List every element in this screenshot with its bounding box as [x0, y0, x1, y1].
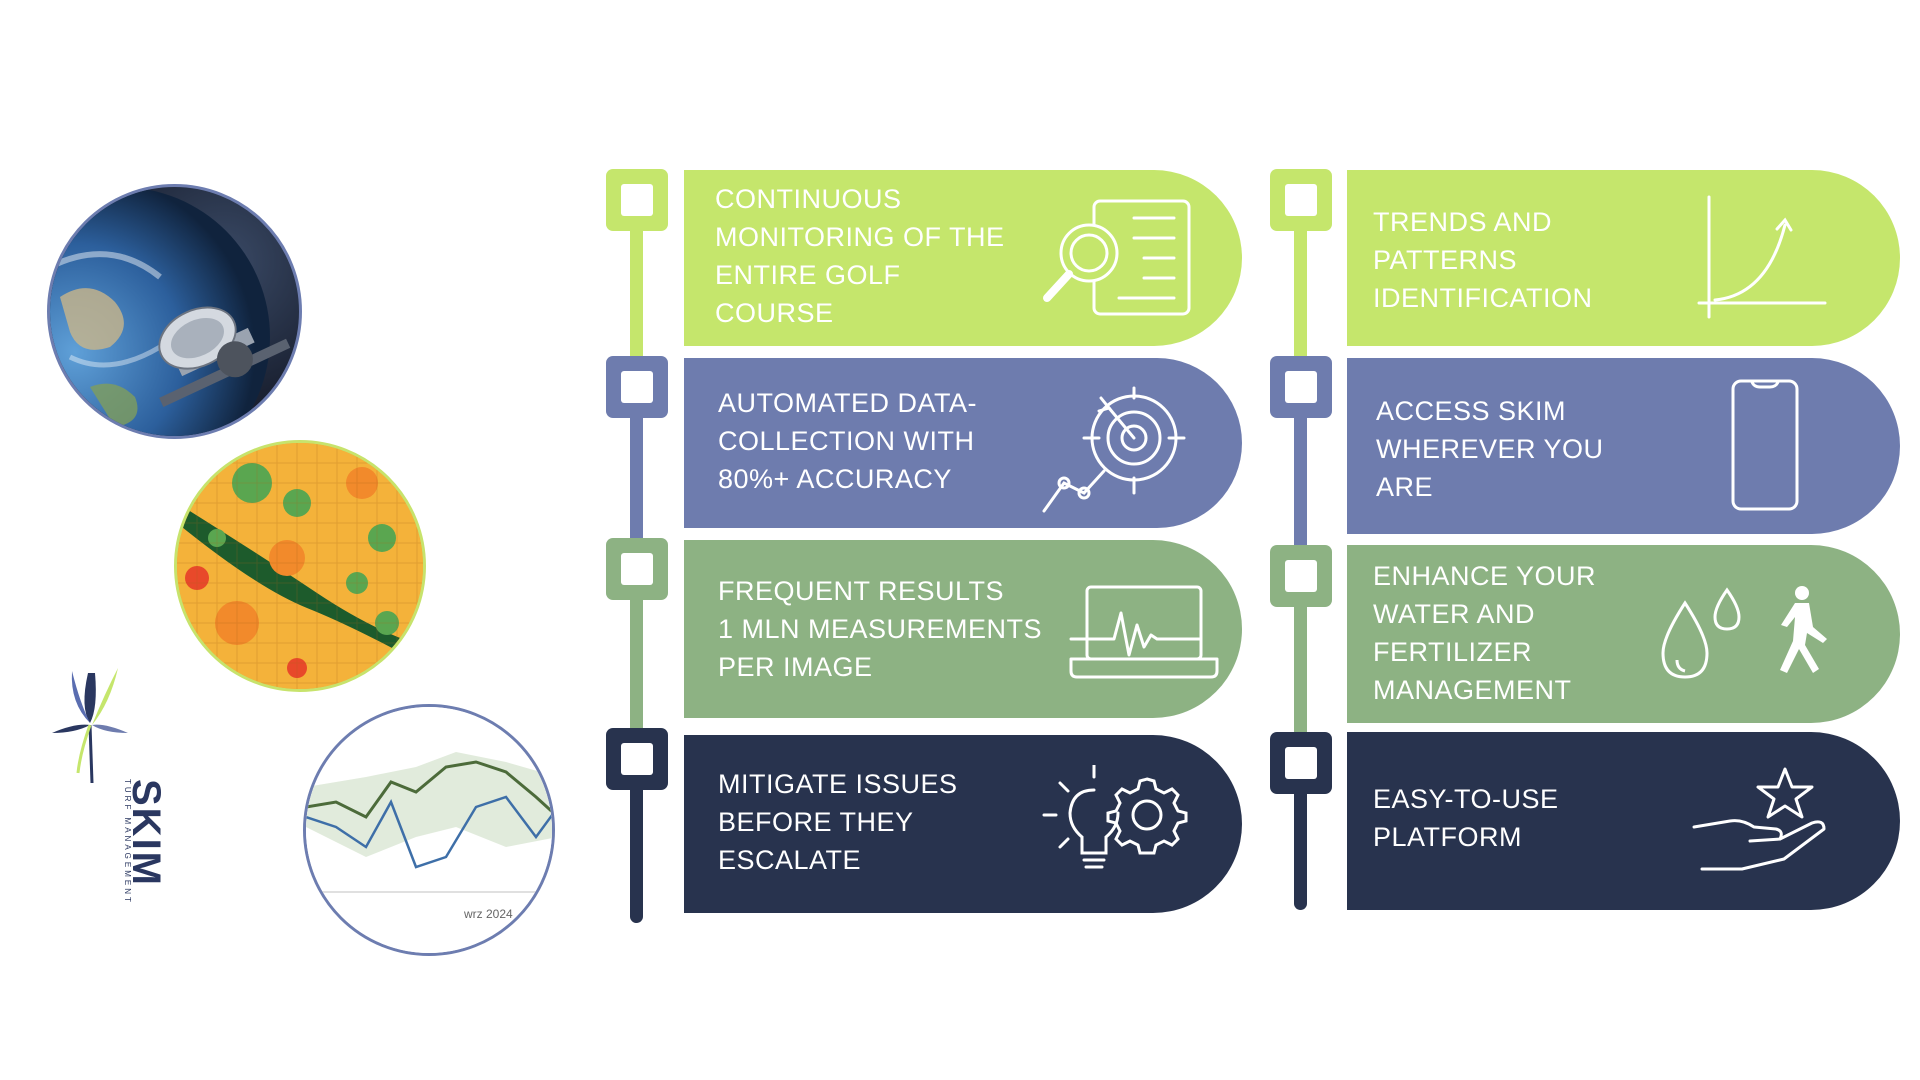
timeline-segment: [630, 760, 643, 923]
feature-card-automated: AUTOMATED DATA- COLLECTION WITH 80%+ ACC…: [684, 358, 1242, 528]
feature-card-easy: EASY-TO-USE PLATFORM: [1347, 732, 1900, 910]
feature-text: CONTINUOUS MONITORING OF THE ENTIRE GOLF…: [715, 184, 1005, 328]
timeline-segment: [1294, 765, 1307, 910]
timeline-node: [1270, 732, 1332, 794]
feature-text: TRENDS AND PATTERNS IDENTIFICATION: [1373, 207, 1593, 313]
chart-caption: wrz 2024: [464, 907, 513, 921]
laptop-pulse-icon: [1069, 585, 1219, 679]
timeline-segment: [630, 390, 643, 550]
magnifier-document-icon: [1043, 199, 1191, 316]
feature-text: MITIGATE ISSUES BEFORE THEY ESCALATE: [718, 769, 958, 875]
line-chart-image: [306, 707, 552, 953]
logo-tagline-text: TURF MANAGEMENT: [123, 779, 132, 905]
skim-logo: SKIM TURF MANAGEMENT: [50, 663, 168, 933]
feature-text: EASY-TO-USE PLATFORM: [1373, 784, 1559, 852]
feature-card-results: FREQUENT RESULTS 1 MLN MEASUREMENTS PER …: [684, 540, 1242, 718]
timeline-node: [606, 169, 668, 231]
feature-card-trends: TRENDS AND PATTERNS IDENTIFICATION: [1347, 170, 1900, 346]
smartphone-icon: [1731, 379, 1799, 511]
feature-card-monitoring: CONTINUOUS MONITORING OF THE ENTIRE GOLF…: [684, 170, 1242, 346]
chart-thumbnail-image: wrz 2024: [303, 704, 555, 956]
timeline-segment: [1294, 200, 1307, 365]
timeline-segment: [630, 570, 643, 740]
target-analytics-icon: [1042, 386, 1186, 513]
feature-text: FREQUENT RESULTS 1 MLN MEASUREMENTS PER …: [718, 576, 1043, 682]
feature-text: ENHANCE YOUR WATER AND FERTILIZER MANAGE…: [1373, 561, 1597, 705]
feature-text: AUTOMATED DATA- COLLECTION WITH 80%+ ACC…: [718, 388, 978, 494]
feature-card-mitigate: MITIGATE ISSUES BEFORE THEY ESCALATE: [684, 735, 1242, 913]
timeline-node: [606, 728, 668, 790]
hand-star-icon: [1692, 767, 1826, 871]
feature-text: ACCESS SKIM WHEREVER YOU ARE: [1376, 396, 1604, 502]
timeline-node: [606, 356, 668, 418]
timeline-node: [1270, 169, 1332, 231]
lightbulb-gear-icon: [1042, 765, 1188, 869]
dragonfly-logo-icon: [52, 668, 128, 783]
heatmap-image: [174, 440, 426, 692]
timeline-segment: [1294, 390, 1307, 555]
satellite-image: [47, 184, 302, 439]
timeline-segment: [630, 200, 643, 365]
satellite-over-earth-image: [50, 187, 291, 436]
growth-curve-icon: [1697, 195, 1827, 319]
timeline-node: [606, 538, 668, 600]
water-drops-walker-icon: [1661, 586, 1827, 679]
hexagon-heatmap-image: [177, 443, 423, 689]
timeline-segment: [1294, 575, 1307, 740]
timeline-node: [1270, 356, 1332, 418]
feature-card-enhance: ENHANCE YOUR WATER AND FERTILIZER MANAGE…: [1347, 545, 1900, 723]
timeline-node: [1270, 545, 1332, 607]
feature-card-access: ACCESS SKIM WHEREVER YOU ARE: [1347, 358, 1900, 534]
